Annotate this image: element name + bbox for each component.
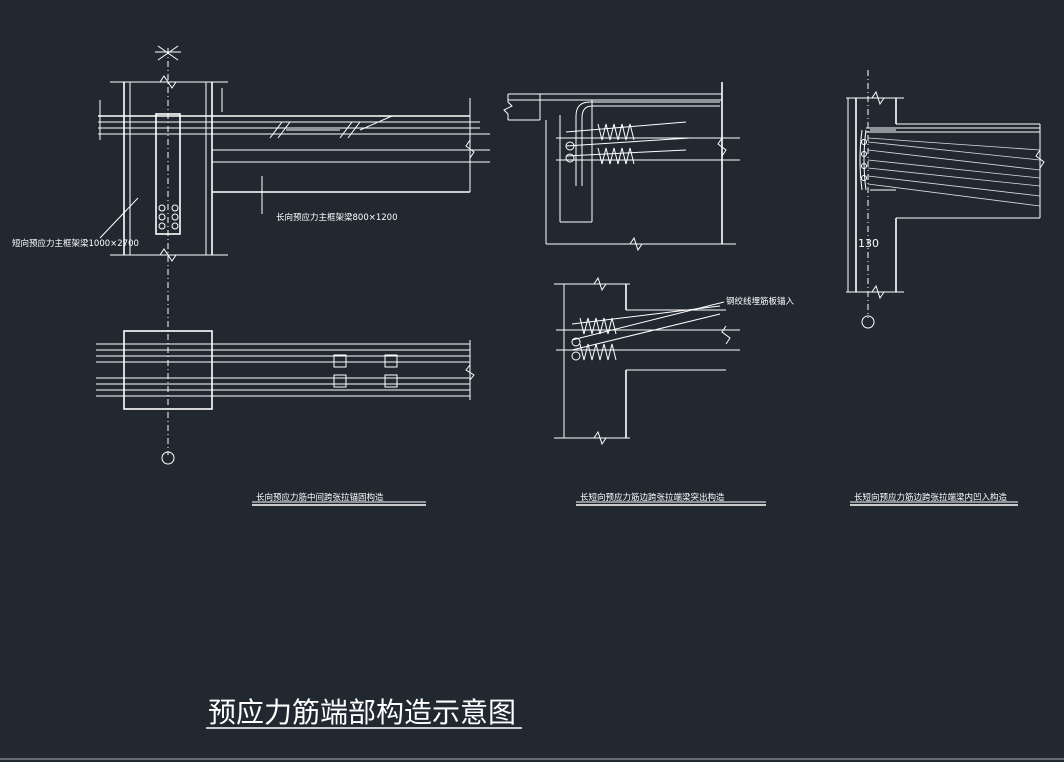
detail-3-dimension: 130 [858, 237, 879, 250]
detail-1-longitudinal-beam-label: 长向预应力主框架梁800×1200 [276, 212, 397, 223]
detail-3-caption: 长短向预应力筋边跨张拉端梁内凹入构造 [850, 492, 1018, 506]
detail-1-transverse-beam-label: 短向预应力主框架梁1000×2700 [12, 238, 139, 249]
detail-3 [846, 70, 1045, 329]
detail-3-caption-text: 长短向预应力筋边跨张拉端梁内凹入构造 [854, 492, 1008, 503]
main-title: 预应力筋端部构造示意图 [208, 696, 516, 729]
detail-2-caption-text: 长短向预应力筋边跨张拉端梁突出构造 [580, 492, 725, 503]
detail-2-upper [503, 82, 740, 252]
detail-1-axis-bubble [161, 451, 175, 465]
detail-1-caption-text: 长向预应力筋中间跨张拉锚固构造 [256, 492, 384, 503]
main-title-block: 预应力筋端部构造示意图 [206, 696, 522, 729]
detail-1-caption: 长向预应力筋中间跨张拉锚固构造 [252, 492, 426, 506]
detail-2-anchor-note: 钢绞线埋筋板锚入 [726, 296, 795, 307]
detail-3-axis-bubble [861, 315, 875, 329]
detail-1-elevation [98, 45, 490, 455]
detail-2-caption: 长短向预应力筋边跨张拉端梁突出构造 [576, 492, 766, 506]
detail-2-lower [554, 276, 740, 446]
detail-1-plan [96, 330, 475, 465]
